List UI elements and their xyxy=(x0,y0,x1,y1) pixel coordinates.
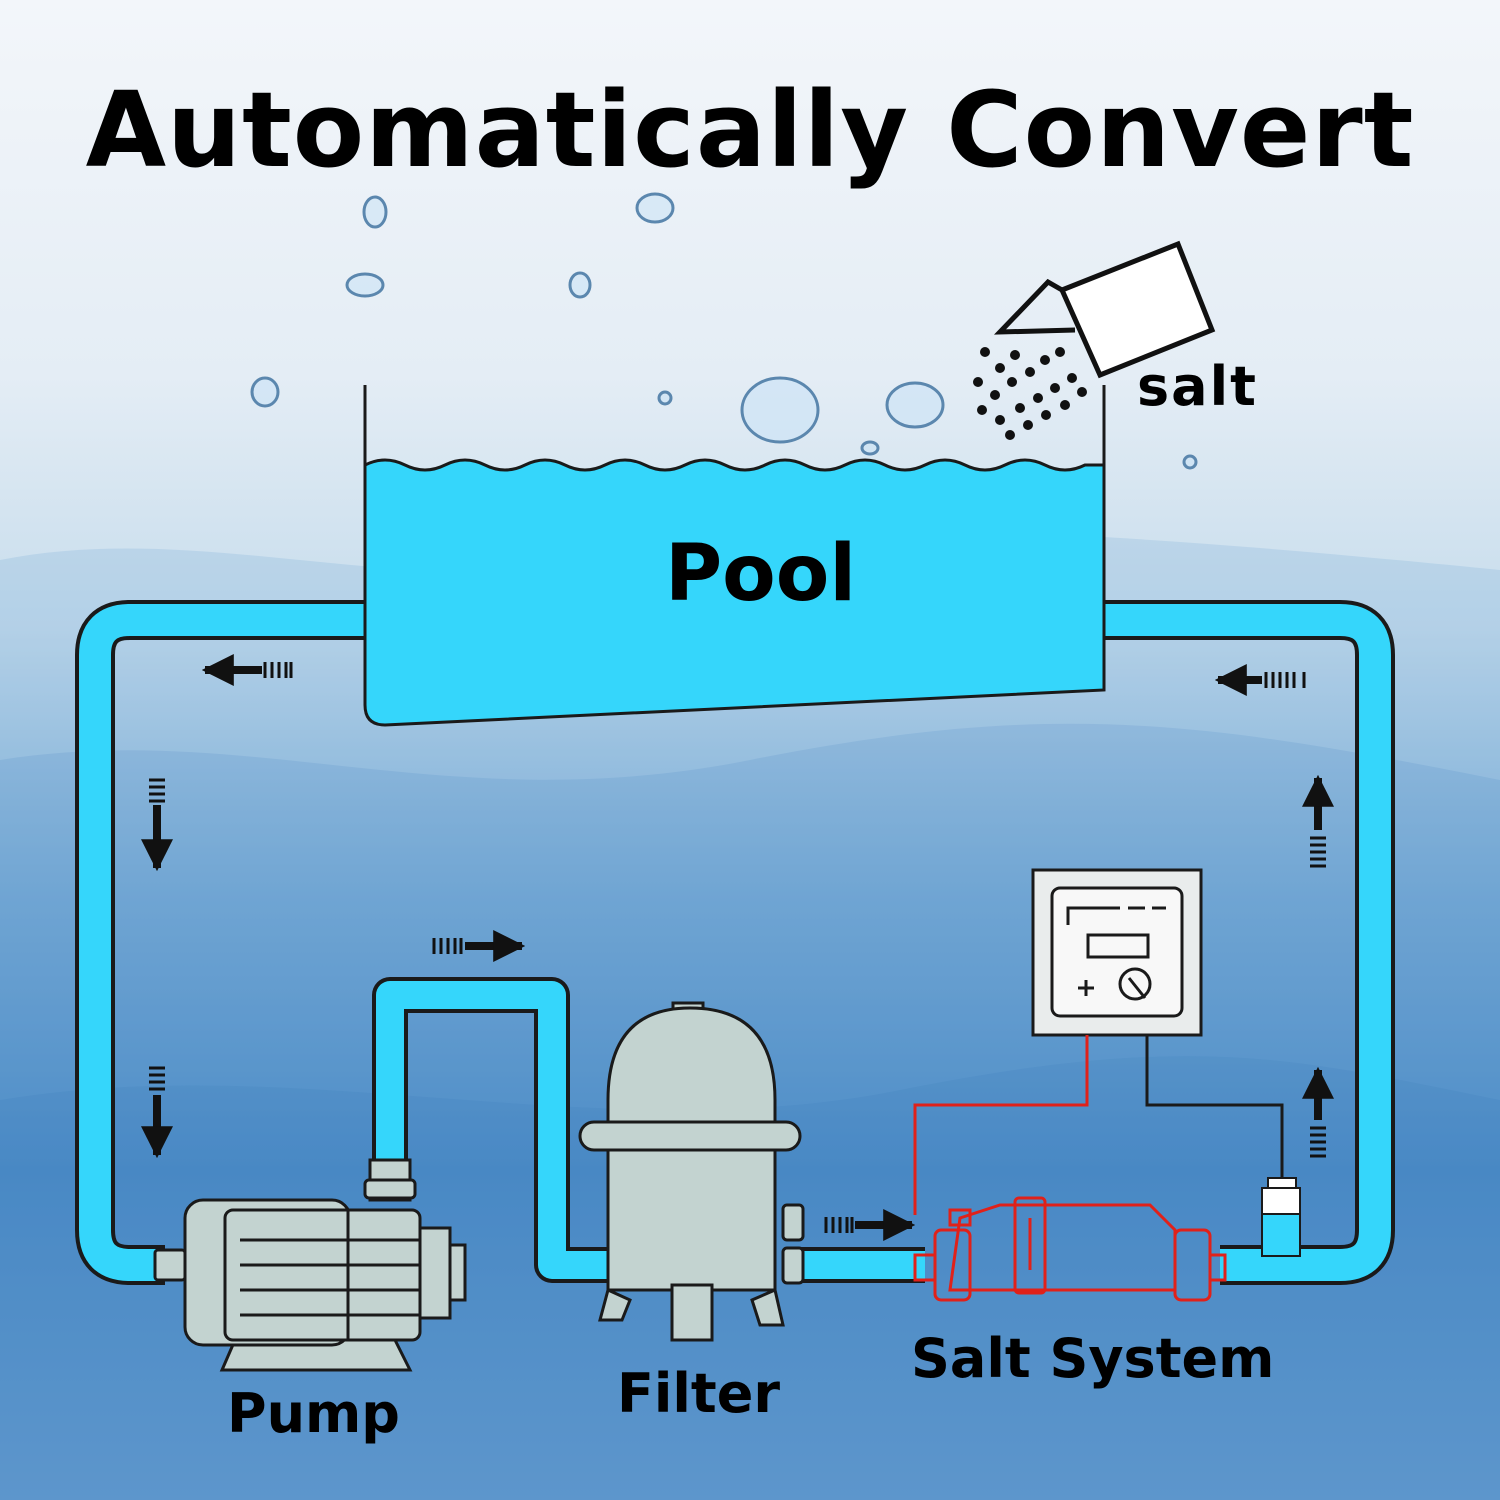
controller-wires xyxy=(913,1035,1284,1215)
salt-system-label: Salt System xyxy=(911,1327,1275,1390)
pump-icon xyxy=(153,1158,467,1372)
pool-basin xyxy=(363,458,1106,727)
filter-tank-icon xyxy=(578,1001,805,1342)
flow-arrow-tails xyxy=(149,662,1326,1233)
diagram-title: Automatically Convert xyxy=(85,69,1415,191)
salt-grains xyxy=(973,347,1087,440)
water-bubbles xyxy=(250,192,1198,470)
salt-label: salt xyxy=(1137,355,1258,418)
salt-bag-icon xyxy=(993,240,1216,379)
flow-arrows xyxy=(141,654,1334,1241)
flow-sensor-icon xyxy=(1261,1177,1301,1257)
pool-label: Pool xyxy=(665,529,857,619)
pipe-loop xyxy=(75,600,1395,1285)
salt-cell-icon xyxy=(913,1196,1227,1302)
pump-label: Pump xyxy=(227,1382,400,1445)
filter-label: Filter xyxy=(617,1362,780,1425)
controller-panel-icon xyxy=(1031,868,1203,1037)
